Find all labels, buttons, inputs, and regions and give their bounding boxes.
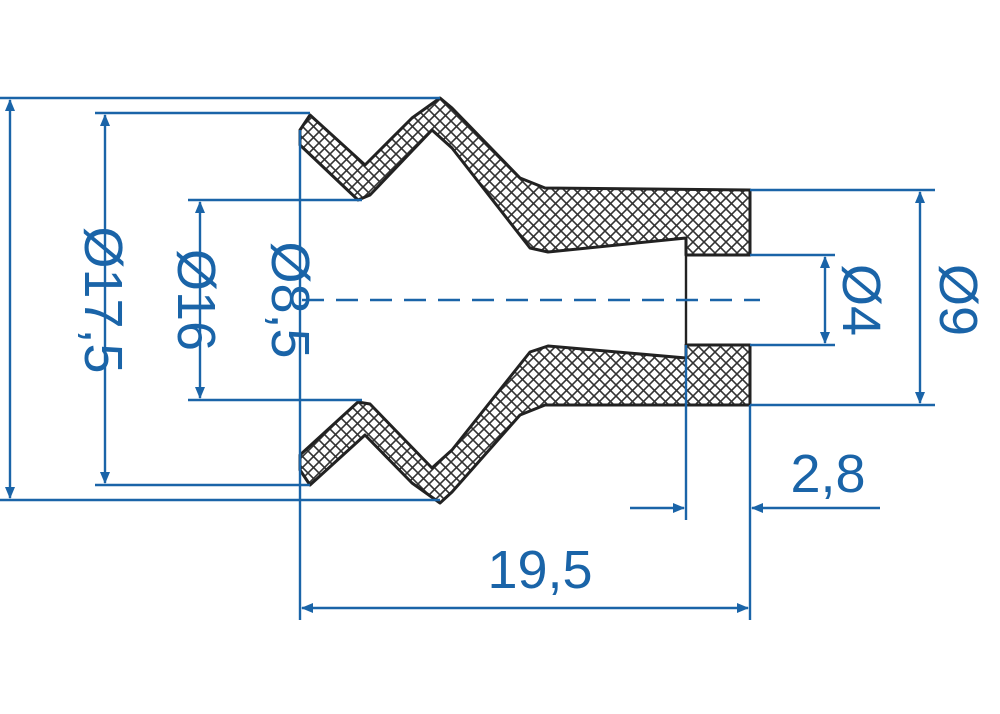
dim-outer-diameter: Ø17,5 xyxy=(73,226,133,373)
part-section-upper xyxy=(298,96,752,257)
dim-neck-diameter: Ø9 xyxy=(928,264,988,336)
dim-inner-diameter: Ø8,5 xyxy=(260,241,320,358)
part-section-lower xyxy=(298,343,752,505)
dim-bore-diameter: Ø4 xyxy=(831,264,891,336)
dimension-lines xyxy=(5,99,925,613)
dim-lip-diameter: Ø16 xyxy=(166,249,226,351)
dim-wall-thickness: 2,8 xyxy=(790,444,865,504)
extension-lines xyxy=(0,96,935,620)
dim-overall-length: 19,5 xyxy=(487,540,592,600)
